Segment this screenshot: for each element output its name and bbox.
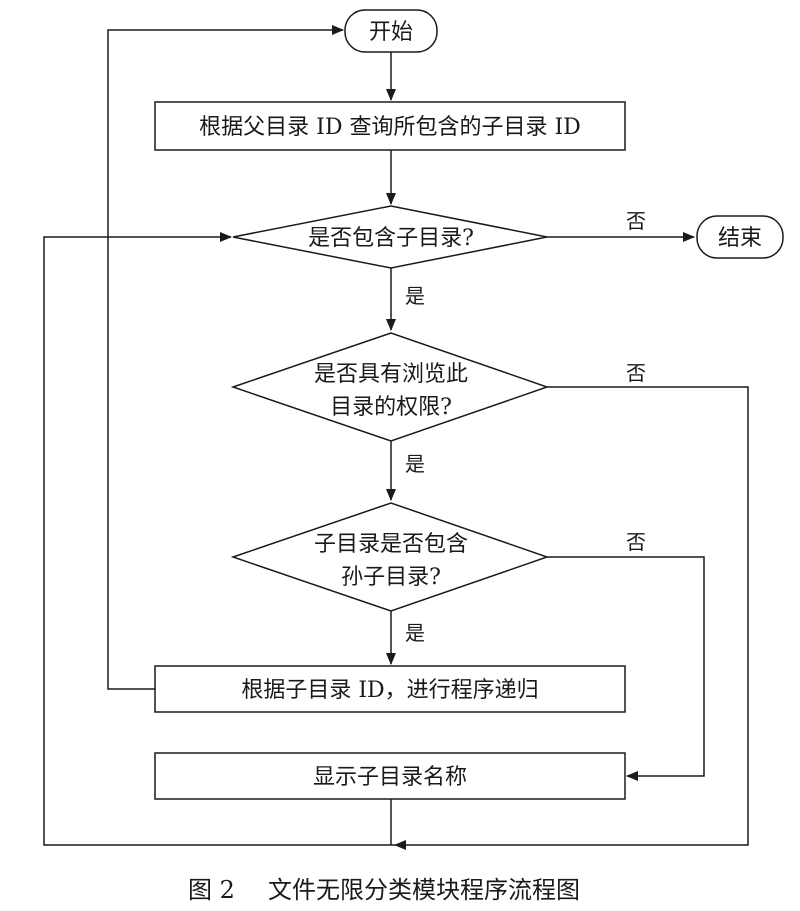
caption-title: 文件无限分类模块程序流程图	[268, 876, 580, 904]
arrow-no-permission-to-loop	[394, 386, 749, 850]
end-label: 结束	[718, 226, 762, 251]
permission-decision: 是否具有浏览此 目录的权限?	[230, 332, 550, 442]
edge-label-yes-grandchild: 是	[405, 452, 425, 476]
figure-caption: 图 2 文件无限分类模块程序流程图	[188, 876, 580, 904]
grandchild-label-line2: 孙子目录?	[341, 565, 441, 590]
permission-label-line1: 是否具有浏览此	[314, 362, 468, 387]
edge-label-yes-permission: 是	[405, 284, 425, 308]
edge-label-no-end: 否	[626, 209, 646, 233]
start-node: 开始	[344, 9, 438, 53]
query-label: 根据父目录 ID 查询所包含的子目录 ID	[199, 115, 581, 140]
edge-label-no-permission: 否	[626, 361, 646, 385]
has-subdir-label: 是否包含子目录?	[308, 226, 474, 251]
has-subdir-decision: 是否包含子目录?	[232, 205, 548, 269]
permission-label-line2: 目录的权限?	[330, 395, 452, 420]
arrow-no-grandchild-to-display	[547, 556, 705, 781]
edge-label-yes-recurse: 是	[405, 621, 425, 645]
query-process: 根据父目录 ID 查询所包含的子目录 ID	[154, 101, 626, 151]
grandchild-label-line1: 子目录是否包含	[314, 532, 468, 557]
display-process: 显示子目录名称	[154, 752, 626, 800]
recurse-label: 根据子目录 ID，进行程序递归	[241, 678, 538, 703]
grandchild-decision: 子目录是否包含 孙子目录?	[230, 502, 550, 612]
end-node: 结束	[696, 215, 784, 259]
display-label: 显示子目录名称	[313, 765, 467, 790]
arrow-loop-to-has-subdir	[43, 232, 395, 846]
caption-figure-number: 图 2	[188, 876, 235, 904]
recurse-process: 根据子目录 ID，进行程序递归	[154, 665, 626, 713]
edge-label-no-grandchild: 否	[626, 530, 646, 554]
start-label: 开始	[369, 20, 413, 45]
arrow-recurse-to-start	[107, 25, 344, 690]
